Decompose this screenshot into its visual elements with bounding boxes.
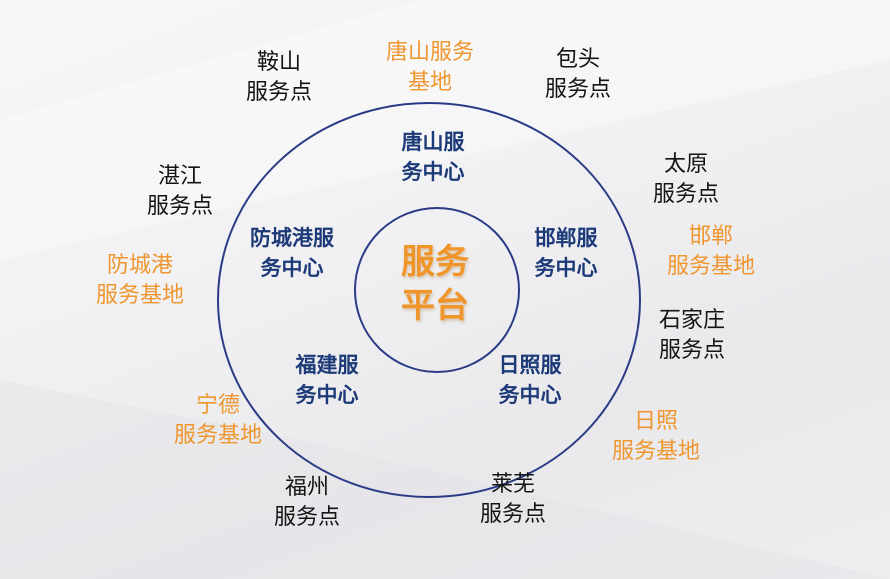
center-fujian: 福建服务中心 bbox=[295, 353, 359, 407]
center-rizhao: 日照服务中心 bbox=[498, 353, 562, 407]
inner-ring bbox=[354, 207, 520, 373]
background-facet bbox=[0, 0, 890, 260]
base-handan: 邯郸服务基地 bbox=[666, 224, 756, 279]
background-facet bbox=[0, 380, 890, 579]
point-laiwu: 莱芜服务点 bbox=[479, 472, 547, 527]
base-tangshan: 唐山服务基地 bbox=[385, 40, 475, 95]
base-ningde: 宁德服务基地 bbox=[173, 393, 263, 448]
center-tangshan: 唐山服务中心 bbox=[401, 130, 465, 184]
center-fangchenggang: 防城港服务中心 bbox=[250, 226, 334, 280]
point-taiyuan: 太原服务点 bbox=[652, 152, 720, 207]
point-fuzhou: 福州服务点 bbox=[273, 475, 341, 530]
point-zhanjiang: 湛江服务点 bbox=[146, 164, 214, 219]
point-shijiazhuang: 石家庄服务点 bbox=[658, 308, 726, 363]
point-baotou: 包头服务点 bbox=[544, 47, 612, 102]
point-anshan: 鞍山服务点 bbox=[245, 50, 313, 105]
base-fangchenggang: 防城港服务基地 bbox=[95, 253, 185, 308]
service-platform: 服务平台 bbox=[401, 242, 469, 326]
base-rizhao: 日照服务基地 bbox=[611, 409, 701, 464]
center-handan: 邯郸服务中心 bbox=[534, 226, 598, 280]
outer-ring bbox=[217, 102, 641, 498]
